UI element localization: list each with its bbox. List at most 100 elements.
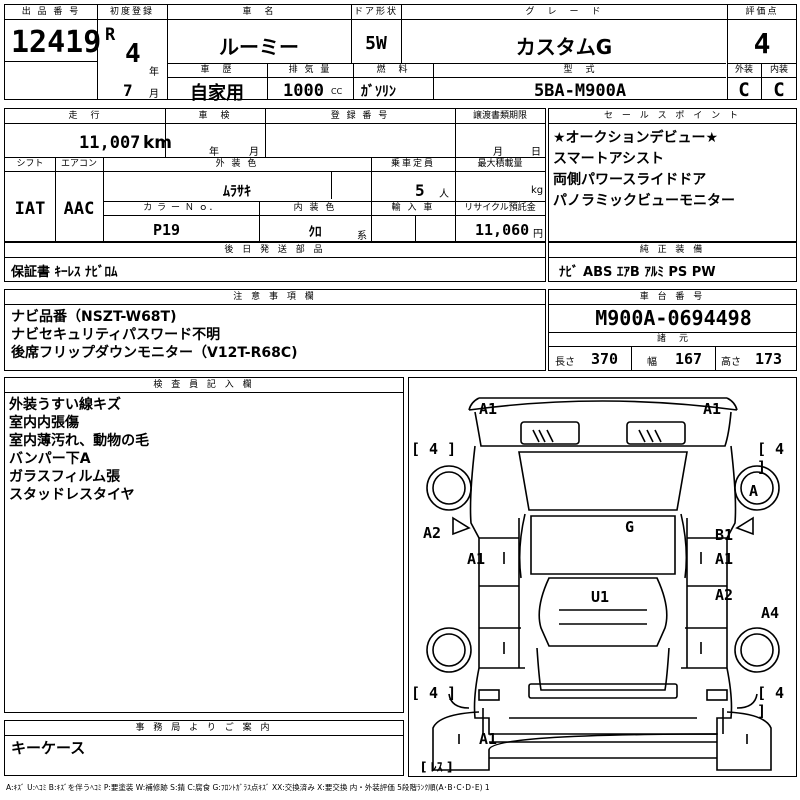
mark-right-door-front-2: A1 xyxy=(715,550,734,568)
sales-point-item: スマートアシスト xyxy=(553,151,665,167)
displacement-label: 排 気 量 xyxy=(288,65,332,75)
width-label: 幅 xyxy=(647,357,657,368)
sales-points-block: セ ー ル ス ポ イ ン ト ★オークションデビュー★ スマートアシスト 両側… xyxy=(548,108,797,242)
width: 167 xyxy=(675,350,703,368)
height: 173 xyxy=(755,350,783,368)
header-row: 出 品 番 号 12419 初度登録 R 4 年 7 月 車 名 ルーミー ドア… xyxy=(4,4,797,104)
capacity: 5 xyxy=(415,181,425,200)
inspector-item: バンパー下A xyxy=(9,451,91,467)
interior-grade: C xyxy=(773,79,785,101)
car-name: ルーミー xyxy=(219,35,299,59)
first-registration-cell: 初度登録 R 4 年 7 月 xyxy=(97,5,167,100)
chassis-number: M900A-0694498 xyxy=(595,306,752,330)
lot-number-cell: 出 品 番 号 12419 xyxy=(5,5,101,99)
exterior-grade: C xyxy=(738,79,750,101)
notes-block: 注 意 事 項 欄 ナビ品番（NSZT-W68T) ナビセキュリティパスワード不… xyxy=(4,289,546,371)
era: R xyxy=(105,25,116,45)
legend: A:ｷｽﾞ U:ﾍｺﾐ B:ｷｽﾞを伴うﾍｺﾐ P:要塗装 W:補修跡 S:錆 … xyxy=(6,783,490,792)
capacity-label: 乗車定員 xyxy=(390,159,435,169)
door-label: ドア形状 xyxy=(351,5,401,20)
air-conditioner: AAC xyxy=(63,199,95,219)
month-unit: 月 xyxy=(149,89,159,100)
inspection-label: 車 検 xyxy=(198,111,232,121)
shift: IAT xyxy=(14,199,46,219)
registration-number-label: 登 録 番 号 xyxy=(330,111,390,121)
exterior-grade-label: 外装 xyxy=(734,65,753,75)
height-label: 高さ xyxy=(721,357,741,368)
color-number-label: カ ラ ー Ｎ ｏ． xyxy=(143,203,219,213)
inspection-month-unit: 月 xyxy=(249,147,259,158)
fuel: ｶﾞｿﾘﾝ xyxy=(361,84,396,100)
mark-tire-front-left: [ 4 ] xyxy=(411,440,457,458)
history: 自家用 xyxy=(190,83,244,104)
equipment-label: 純 正 装 備 xyxy=(549,243,796,258)
mark-tire-rear-left: [ 4 ] xyxy=(411,684,457,702)
displacement-unit: CC xyxy=(331,87,343,96)
capacity-unit: 人 xyxy=(439,189,449,200)
mileage-label: 走 行 xyxy=(68,111,102,121)
car-outline xyxy=(426,397,780,771)
interior-color-unit: 系 xyxy=(357,231,367,242)
length: 370 xyxy=(591,350,619,368)
inspector-block: 検 査 員 記 入 欄 外装うすい線キズ 室内内張傷 室内薄汚れ、動物の毛 バン… xyxy=(4,377,404,713)
inspector-item: ガラスフィルム張 xyxy=(9,469,121,485)
car-name-label: 車 名 xyxy=(167,5,351,20)
sales-point-item: 両側パワースライドドア xyxy=(553,172,707,188)
transfer-month-unit: 月 xyxy=(493,147,503,158)
mark-right-door-rear: A2 xyxy=(715,586,734,604)
grade: カスタムG xyxy=(515,35,613,59)
interior-grade-label: 内装 xyxy=(769,65,788,75)
ac-label: エアコン xyxy=(60,159,97,169)
sales-point-item: パノラミックビューモニター xyxy=(553,193,735,209)
mileage-unit: km xyxy=(143,133,173,153)
office-block: 事 務 局 よ り ご 案 内 キーケース xyxy=(4,720,404,776)
mark-left-panel: A2 xyxy=(423,524,442,542)
year-unit: 年 xyxy=(149,67,159,78)
interior-color-label: 内 装 色 xyxy=(293,203,337,213)
score: 4 xyxy=(753,27,771,60)
inspector-label: 検 査 員 記 入 欄 xyxy=(5,378,403,393)
first-registration-label: 初度登録 xyxy=(97,5,167,20)
later-parts-text: 保証書 ｷｰﾚｽ ﾅﾋﾞﾛﾑ xyxy=(11,265,118,280)
equipment-text: ﾅﾋﾞ ABS ｴｱB ｱﾙﾐ PS PW xyxy=(559,265,716,280)
mark-roof: G xyxy=(625,518,635,536)
mark-fender-right: A xyxy=(749,482,759,500)
inspection-year-unit: 年 xyxy=(209,147,219,158)
chassis-block: 車 台 番 号 M900A-0694498 諸 元 長さ 370 幅 167 高… xyxy=(548,289,797,371)
transfer-deadline-label: 譲渡書類期限 xyxy=(472,111,527,121)
max-load-unit: kg xyxy=(531,185,544,196)
mark-tire-rear-right: [ 4 ] xyxy=(757,684,785,720)
lot-number-label: 出 品 番 号 xyxy=(5,5,97,20)
mark-front-left: A1 xyxy=(479,400,498,418)
later-parts-block: 後 日 発 送 部 品 保証書 ｷｰﾚｽ ﾅﾋﾞﾛﾑ xyxy=(4,242,546,282)
note-item: ナビ品番（NSZT-W68T) xyxy=(11,309,177,325)
mark-front-right: A1 xyxy=(703,400,722,418)
transfer-day-unit: 日 xyxy=(531,147,541,158)
equipment-block: 純 正 装 備 ﾅﾋﾞ ABS ｴｱB ｱﾙﾐ PS PW xyxy=(548,242,797,282)
office-text: キーケース xyxy=(11,739,86,757)
shift-label: シフト xyxy=(16,159,44,169)
mark-left-door-front: A1 xyxy=(467,550,486,568)
mark-spare-tire: [ ﾚｽ ] xyxy=(421,760,453,774)
inspector-item: 室内内張傷 xyxy=(9,415,79,431)
year: 4 xyxy=(125,39,141,69)
mileage: 11,007 xyxy=(79,133,141,153)
length-label: 長さ xyxy=(555,357,575,368)
inspector-item: スタッドレスタイヤ xyxy=(9,487,135,503)
notes-label: 注 意 事 項 欄 xyxy=(5,290,545,305)
sales-point-item: ★オークションデビュー★ xyxy=(553,130,719,146)
inspector-item: 室内薄汚れ、動物の毛 xyxy=(9,433,150,449)
max-load-label: 最大積載量 xyxy=(477,159,523,169)
import-label: 輸 入 車 xyxy=(391,203,435,213)
recycle-fee: 11,060 xyxy=(475,221,530,239)
fuel-label: 燃 料 xyxy=(376,65,410,75)
color-number: P19 xyxy=(153,221,181,239)
inspector-item: 外装うすい線キズ xyxy=(9,397,121,413)
lot-number: 12419 xyxy=(11,25,102,60)
damage-diagram: A1 A1 [ 4 ] [ 4 ] A A2 G A1 B1 A1 U1 A2 … xyxy=(408,377,797,777)
model-label: 型 式 xyxy=(563,65,597,75)
note-item: 後席フリップダウンモニター（V12T-R68C) xyxy=(11,345,298,361)
mark-right-quarter: A4 xyxy=(761,604,780,622)
history-label: 車 歴 xyxy=(200,65,234,75)
displacement: 1000 xyxy=(283,81,324,101)
